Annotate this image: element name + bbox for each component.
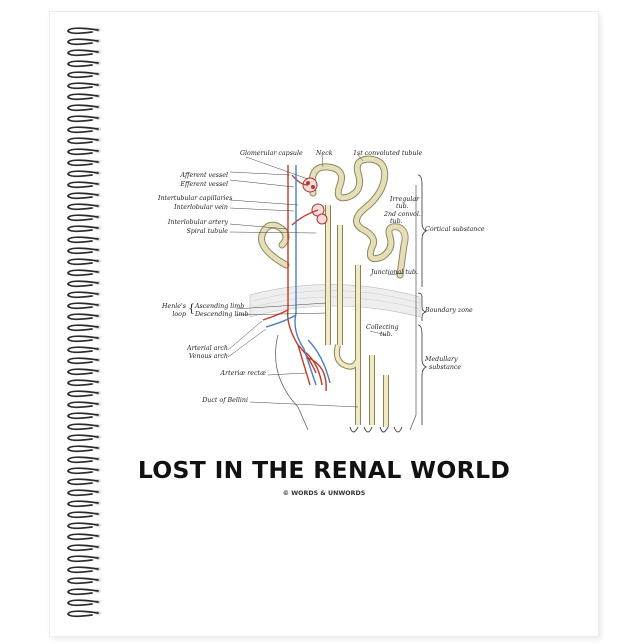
leader-lines bbox=[227, 154, 405, 408]
spiral-coil bbox=[67, 38, 99, 46]
spiral-coil bbox=[67, 181, 99, 189]
product-title: LOST IN THE RENAL WORLD bbox=[137, 456, 511, 484]
cortical-brace bbox=[417, 174, 427, 287]
spiral-coil bbox=[67, 247, 99, 255]
spiral-coil bbox=[67, 269, 99, 277]
nephron-illustration: Glomerular capsule Neck 1st convoluted t… bbox=[158, 145, 498, 445]
spiral-coil bbox=[67, 82, 99, 90]
label-henles-loop-2: loop bbox=[172, 311, 186, 318]
label-medullary-substance-2: substance bbox=[429, 364, 462, 371]
boundary-brace bbox=[417, 292, 427, 321]
spiral-coil bbox=[67, 93, 99, 101]
label-venous-arch: Venous arch bbox=[188, 353, 228, 360]
label-collecting-tub-2: tub. bbox=[380, 331, 393, 338]
medullary-brace bbox=[417, 324, 427, 425]
spiral-coil bbox=[67, 566, 99, 574]
spiral-coil bbox=[67, 555, 99, 563]
label-cortical-substance: Cortical substance bbox=[425, 226, 485, 233]
label-second-convol-tub: 2nd convol. bbox=[384, 211, 421, 218]
spiral-coil bbox=[67, 533, 99, 541]
label-intertubular-capillaries: Intertubular capillaries bbox=[158, 195, 233, 202]
label-descending-limb: Descending limb bbox=[195, 311, 249, 318]
venous-vessels bbox=[265, 165, 331, 386]
boundary-zone-band bbox=[249, 284, 421, 318]
label-neck: Neck bbox=[316, 150, 333, 157]
spiral-coil bbox=[67, 577, 99, 585]
label-arterial-arch: Arterial arch bbox=[187, 345, 228, 352]
label-interlobular-artery: Interlobular artery bbox=[167, 219, 228, 226]
label-irregular-tub: Irregular bbox=[390, 196, 420, 203]
spiral-coil bbox=[67, 335, 99, 343]
copyright-text: © WORDS & UNWORDS bbox=[282, 490, 366, 497]
label-glomerular-capsule: Glomerular capsule bbox=[240, 150, 303, 157]
spiral-coil bbox=[67, 104, 99, 112]
label-henles-loop-1: Henle's bbox=[162, 303, 186, 310]
spiral-coil bbox=[67, 313, 99, 321]
spiral-coil bbox=[67, 467, 99, 475]
henles-brace: { bbox=[188, 302, 195, 315]
label-junctional-tub: Junctional tub. bbox=[371, 269, 418, 276]
label-afferent-vessel: Afferent vessel bbox=[180, 172, 228, 179]
spiral-coil bbox=[67, 434, 99, 442]
spiral-coil bbox=[67, 522, 99, 530]
label-irregular-tub-2: tub. bbox=[396, 203, 409, 210]
spiral-coil bbox=[67, 236, 99, 244]
spiral-coil bbox=[67, 544, 99, 552]
spiral-coil bbox=[67, 599, 99, 607]
label-boundary-zone: Boundary zone bbox=[425, 307, 473, 314]
spiral-coil bbox=[67, 401, 99, 409]
spiral-coil bbox=[67, 126, 99, 134]
spiral-coil bbox=[67, 148, 99, 156]
label-spiral-tubule: Spiral tubule bbox=[186, 228, 228, 235]
spiral-coil bbox=[67, 302, 99, 310]
spiral-coil bbox=[67, 71, 99, 79]
label-first-convoluted-tubule: 1st convoluted tubule bbox=[353, 150, 423, 157]
spiral-coil bbox=[67, 489, 99, 497]
spiral-coil bbox=[67, 412, 99, 420]
label-interlobular-vein: Interlobular vein bbox=[174, 204, 228, 211]
spiral-coil bbox=[67, 346, 99, 354]
spiral-coil bbox=[67, 445, 99, 453]
spiral-coil bbox=[67, 203, 99, 211]
spiral-coil bbox=[67, 170, 99, 178]
spiral-coil bbox=[67, 390, 99, 398]
spiral-coil bbox=[67, 291, 99, 299]
spiral-coil bbox=[67, 280, 99, 288]
label-ascending-limb: Ascending limb bbox=[195, 303, 245, 310]
spiral-coil bbox=[67, 588, 99, 596]
label-arteriae-rectae: Arteriæ rectæ bbox=[220, 370, 266, 377]
nephron-diagram bbox=[227, 154, 427, 433]
spiral-coil bbox=[67, 500, 99, 508]
spiral-coil bbox=[67, 456, 99, 464]
spiral-coil bbox=[67, 225, 99, 233]
spiral-coil bbox=[67, 423, 99, 431]
spiral-coil bbox=[67, 258, 99, 266]
spiral-coil bbox=[67, 357, 99, 365]
spiral-coil bbox=[67, 60, 99, 68]
spiral-coil bbox=[67, 27, 99, 35]
spiral-coil bbox=[67, 137, 99, 145]
label-second-convol-tub-2: tub. bbox=[390, 218, 403, 225]
label-duct-of-bellini: Duct of Bellini bbox=[202, 397, 248, 404]
label-collecting-tub: Collecting bbox=[366, 324, 399, 331]
spiral-coil bbox=[67, 610, 99, 618]
label-medullary-substance-1: Medullary bbox=[425, 356, 458, 363]
spiral-coil bbox=[67, 192, 99, 200]
spiral-coil bbox=[67, 511, 99, 519]
spiral-coil bbox=[67, 115, 99, 123]
arterial-vessels bbox=[262, 165, 327, 392]
spiral-coil bbox=[67, 49, 99, 57]
spiral-coil bbox=[67, 214, 99, 222]
spiral-coil bbox=[67, 478, 99, 486]
spiral-binding bbox=[67, 27, 101, 618]
label-efferent-vessel: Efferent vessel bbox=[180, 181, 228, 188]
spiral-coil bbox=[67, 379, 99, 387]
spiral-coil bbox=[67, 159, 99, 167]
spiral-coil bbox=[67, 368, 99, 376]
spiral-coil bbox=[67, 324, 99, 332]
notebook-cover bbox=[50, 12, 598, 636]
